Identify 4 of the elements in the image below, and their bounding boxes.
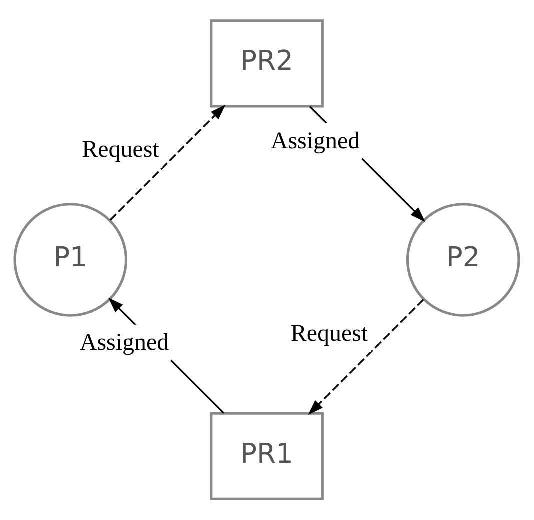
edge-label: Assigned [80, 330, 170, 356]
edge-label: Request [290, 321, 368, 348]
edge-label: Assigned [270, 128, 360, 154]
edge-label: Request [82, 137, 160, 164]
